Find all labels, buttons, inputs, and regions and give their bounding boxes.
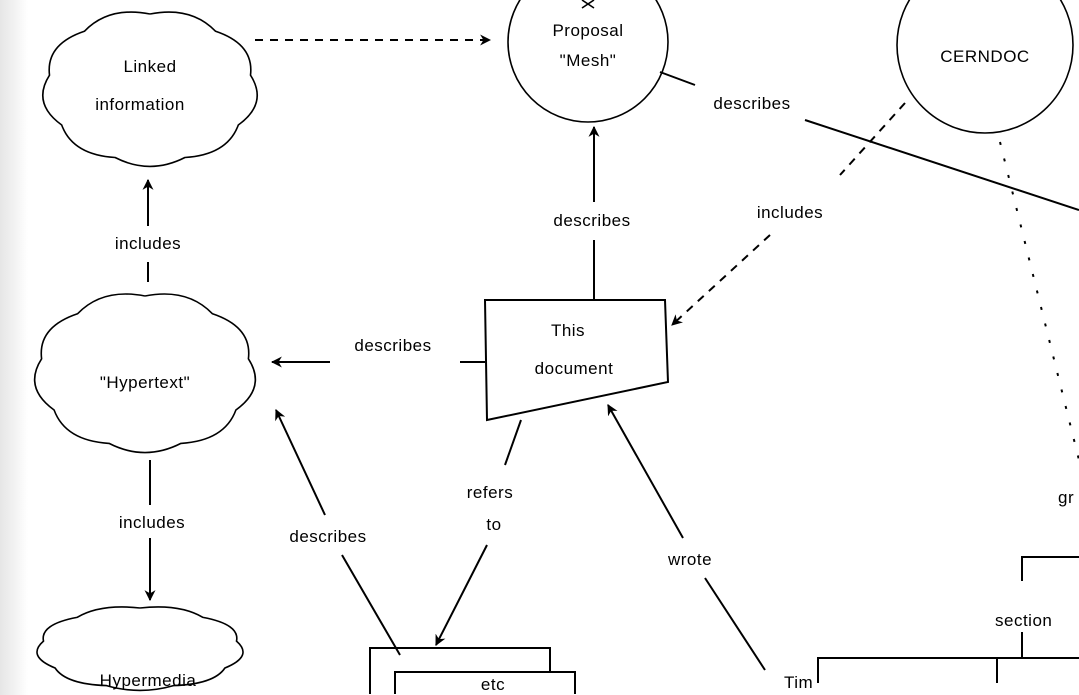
- label-edge-tim-wrote: wrote: [667, 550, 712, 569]
- label-edge-etc-describes-hypertext: describes: [289, 527, 366, 546]
- cloud-linked-information: [42, 11, 258, 168]
- label-information: information: [95, 95, 185, 114]
- label-edge-document-describes-mesh: describes: [553, 211, 630, 230]
- edge-cerndoc-includes: [672, 102, 906, 325]
- label-etc: etc: [481, 675, 505, 694]
- left-edge-shadow: [0, 0, 28, 695]
- label-edge-to: to: [486, 515, 501, 534]
- edge-cerndoc-dotted: [999, 141, 1079, 461]
- label-edge-refers: refers: [467, 483, 513, 502]
- label-edge-mesh-describes: describes: [713, 94, 790, 113]
- section-tree: [817, 556, 1079, 683]
- edge-document-refers-to-etc: [436, 419, 522, 645]
- label-hypertext: "Hypertext": [100, 373, 190, 392]
- label-edge-document-describes-hypertext: describes: [354, 336, 431, 355]
- label-graphics-partial: gr: [1058, 488, 1074, 507]
- label-section: section: [995, 611, 1052, 630]
- edge-tim-wrote-document: [608, 405, 766, 671]
- label-mesh: "Mesh": [560, 51, 617, 70]
- this-document-shape: [483, 299, 670, 422]
- circle-cerndoc: [896, 0, 1074, 134]
- label-linked: Linked: [123, 57, 176, 76]
- cross-mark: [581, 0, 595, 9]
- cloud-hypertext: [33, 293, 257, 454]
- label-document: document: [535, 359, 614, 378]
- label-edge-hypertext-includes-hypermedia: includes: [119, 513, 185, 532]
- edge-etc-describes-hypertext: [276, 410, 401, 656]
- etc-box-back: [369, 647, 551, 694]
- edge-mesh-describes: [659, 71, 1079, 211]
- cloud-hypermedia: [36, 606, 244, 692]
- label-proposal: Proposal: [552, 21, 623, 40]
- label-edge-hypertext-includes-linked: includes: [115, 234, 181, 253]
- label-cerndoc: CERNDOC: [940, 47, 1029, 66]
- label-hypermedia: Hypermedia: [100, 671, 197, 690]
- etc-box-front: [394, 671, 576, 694]
- label-this: This: [551, 321, 585, 340]
- label-edge-cerndoc-includes: includes: [757, 203, 823, 222]
- label-tim: Tim: [784, 673, 813, 692]
